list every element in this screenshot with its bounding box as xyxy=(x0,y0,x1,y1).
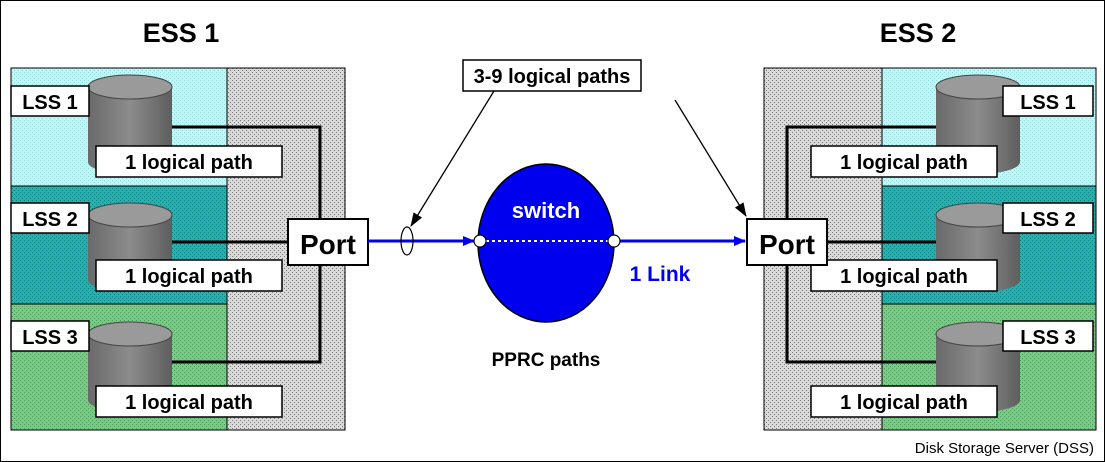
right-lss3-path-label: 1 logical path xyxy=(840,392,968,414)
left-lss2-path-box xyxy=(95,259,283,292)
left-lss1-label-box xyxy=(10,85,90,117)
switch-port-right xyxy=(607,234,621,248)
left-port-box xyxy=(287,218,369,266)
right-lss2-path-box xyxy=(810,259,998,292)
footer-caption: Disk Storage Server (DSS) xyxy=(915,440,1094,457)
right-lss3-label-box xyxy=(1002,320,1094,352)
switch-port-left xyxy=(473,234,487,248)
left-lss1-path-box xyxy=(95,145,283,178)
right-lss1-path-label: 1 logical path xyxy=(840,152,968,174)
logical-path-bundle xyxy=(400,226,414,256)
right-port-label: Port xyxy=(759,229,815,260)
switch-link: switch 1 Link PPRC paths 3-9 logical pat… xyxy=(368,59,747,371)
logical-paths-callout-box xyxy=(462,59,642,92)
left-lss3-path-box xyxy=(95,385,283,418)
callout-arrow-right xyxy=(674,99,747,217)
link-label: 1 Link xyxy=(630,263,691,286)
right-lss2-label-box xyxy=(1002,202,1094,234)
right-lss2-path-label: 1 logical path xyxy=(840,266,968,288)
switch-oval xyxy=(477,163,615,323)
left-lss3-label: LSS 3 xyxy=(22,327,78,349)
left-lss2-label: LSS 2 xyxy=(22,209,78,231)
left-lss3-label-box xyxy=(10,320,90,352)
left-port-label: Port xyxy=(300,229,356,260)
left-lss1-path-label: 1 logical path xyxy=(125,152,253,174)
left-server-title: ESS 1 xyxy=(143,18,220,48)
left-lss2-path-label: 1 logical path xyxy=(125,266,253,288)
left-lss1-label: LSS 1 xyxy=(22,92,78,114)
callout-arrow-left xyxy=(410,90,495,227)
right-server-title: ESS 2 xyxy=(880,18,957,48)
left-server: ESS 1 LSS 1 LSS 2 LSS 3 1 l xyxy=(10,18,369,431)
right-lss1-label: LSS 1 xyxy=(1020,92,1076,114)
logical-paths-callout: 3-9 logical paths xyxy=(474,66,631,88)
left-lss3-path-label: 1 logical path xyxy=(125,392,253,414)
right-lss1-path-box xyxy=(810,145,998,178)
right-lss3-path-box xyxy=(810,385,998,418)
right-port-box xyxy=(746,218,828,266)
left-lss2-label-box xyxy=(10,202,90,234)
right-lss1-label-box xyxy=(1002,85,1094,117)
pprc-paths-label: PPRC paths xyxy=(492,350,601,371)
right-lss2-label: LSS 2 xyxy=(1020,209,1076,231)
switch-label: switch xyxy=(512,198,580,223)
right-server: ESS 2 LSS 1 LSS 2 LSS 3 1 logical path 1… xyxy=(746,18,1097,431)
right-lss3-label: LSS 3 xyxy=(1020,327,1076,349)
